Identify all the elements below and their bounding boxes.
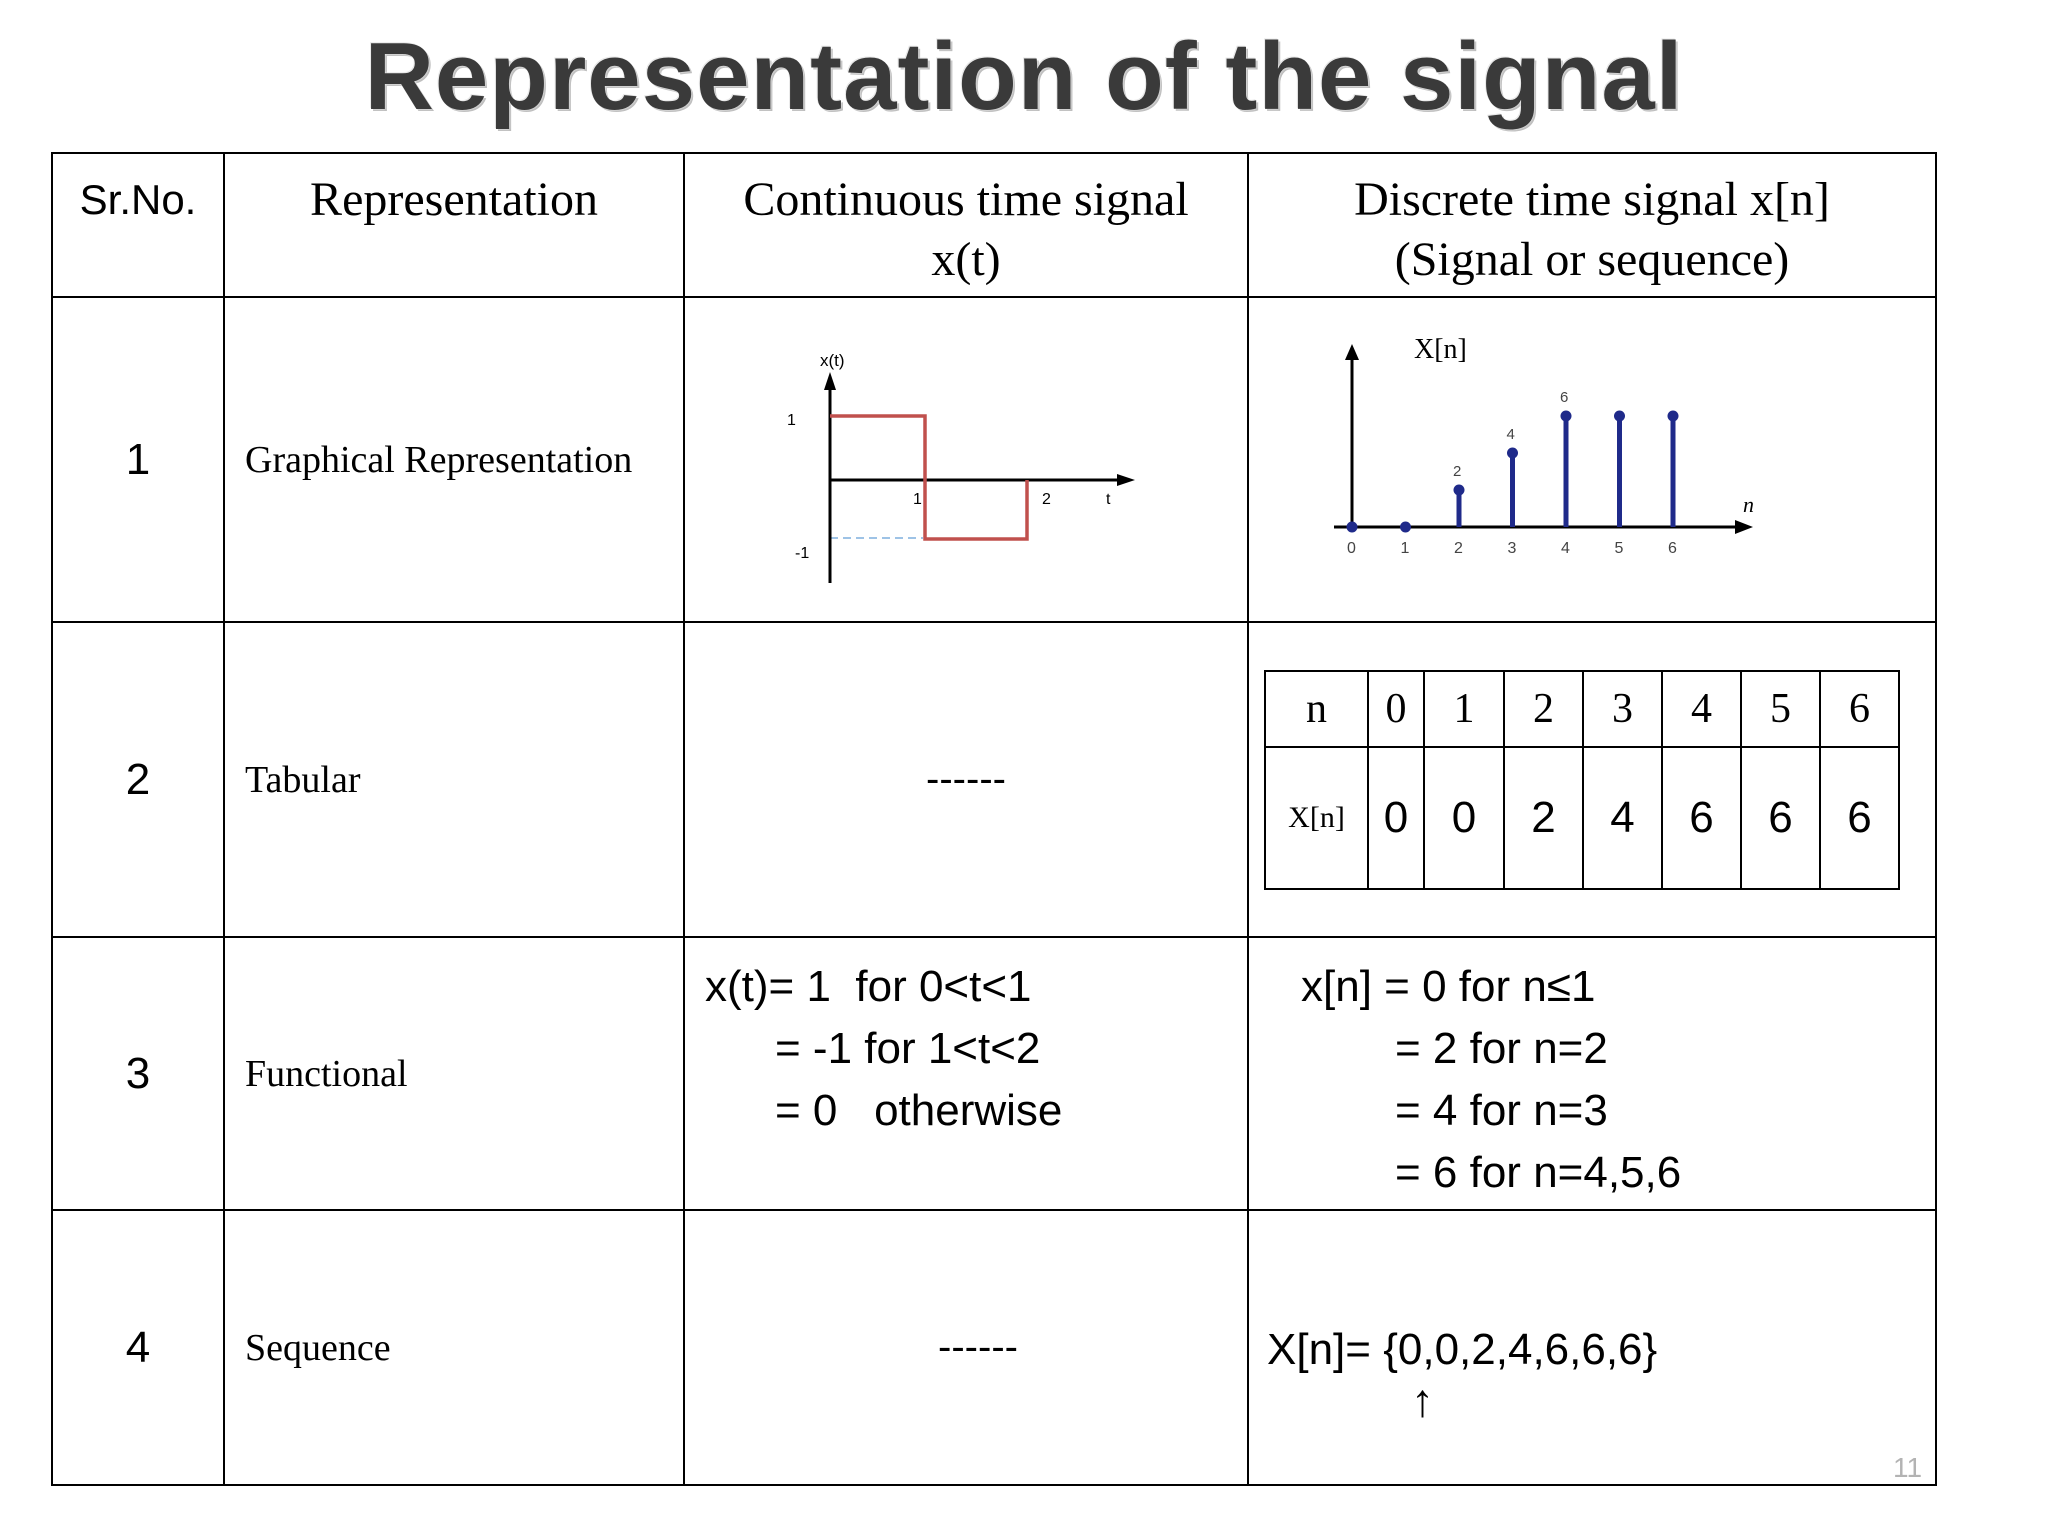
- n-tick-label: 0: [1347, 540, 1356, 557]
- discrete-sequence-cell: X[n]= {0,0,2,4,6,6,6} ↑: [1247, 1209, 1937, 1486]
- continuous-graph-cell: x(t) 1 -1 1 2 t: [683, 296, 1249, 623]
- n-tick-label: 5: [1615, 540, 1624, 557]
- tabular-n-value: 2: [1503, 669, 1584, 748]
- header-srno: Sr.No.: [51, 152, 225, 298]
- header-discrete-line1: Discrete time signal x[n]: [1354, 173, 1830, 226]
- tabular-values-table: n 0 1 2 3 4 5 6 X[n] 0 0 2 4 6 6: [1264, 669, 1900, 890]
- n-tick-label: 1: [1401, 540, 1410, 557]
- stem-point: [1346, 521, 1358, 533]
- table-row: 4 Sequence ------ X[n]= {0,0,2,4,6,6,6} …: [51, 1209, 1937, 1486]
- header-representation: Representation: [223, 152, 685, 298]
- function-line: = 4 for n=3: [1395, 1086, 1608, 1135]
- row-number: 3: [51, 936, 225, 1211]
- continuous-signal-plot: x(t) 1 -1 1 2 t: [787, 351, 1135, 583]
- value-label: 4: [1507, 426, 1515, 443]
- header-discrete: Discrete time signal x[n] (Signal or seq…: [1247, 152, 1937, 298]
- tabular-n-value: 1: [1423, 669, 1505, 748]
- tabular-n-value: 3: [1582, 669, 1663, 748]
- sequence-expression: X[n]= {0,0,2,4,6,6,6}: [1267, 1324, 1658, 1374]
- x-axis-arrow: [1117, 474, 1135, 486]
- tabular-n-value: 0: [1367, 669, 1425, 748]
- stem-point: [1560, 410, 1572, 422]
- tabular-x-label: X[n]: [1264, 745, 1369, 890]
- page-number: 11: [1893, 1452, 1923, 1483]
- discrete-tabular-cell: n 0 1 2 3 4 5 6 X[n] 0 0 2 4 6 6: [1247, 621, 1937, 938]
- origin-arrow-icon: ↑: [1411, 1373, 1434, 1426]
- x-tick-label-2: 2: [1042, 491, 1051, 508]
- function-line: = 6 for n=4,5,6: [1395, 1148, 1682, 1197]
- y-axis-arrow: [824, 372, 836, 390]
- stem-point: [1614, 410, 1625, 422]
- header-discrete-line2: (Signal or sequence): [1394, 233, 1790, 286]
- signal-representation-table: Sr.No. Representation Continuous time si…: [51, 152, 1937, 1486]
- tabular-x-row: X[n] 0 0 2 4 6 6 6: [1264, 745, 1900, 890]
- x-axis-label: n: [1743, 492, 1754, 517]
- function-line: = -1 for 1<t<2: [775, 1024, 1041, 1073]
- table-row: 1 Graphical Representation x(t) 1 -1 1 2…: [51, 296, 1937, 623]
- continuous-tabular-placeholder: ------: [683, 621, 1249, 938]
- tabular-x-value: 6: [1819, 745, 1900, 890]
- x-tick-label-1: 1: [913, 491, 922, 508]
- tabular-x-value: 0: [1367, 745, 1425, 890]
- value-label: 6: [1560, 389, 1568, 406]
- table-row: 2 Tabular ------ n 0 1 2 3 4 5 6 X: [51, 621, 1937, 938]
- n-tick-label: 3: [1508, 540, 1517, 557]
- x-axis-arrow: [1735, 520, 1753, 534]
- y-tick-label-minus-1: -1: [795, 545, 809, 562]
- discrete-signal-plot: X[n] n 0 1 2 3 4 5 6 2 4 6: [1334, 334, 1754, 557]
- tabular-x-value: 4: [1582, 745, 1663, 890]
- function-line: = 2 for n=2: [1395, 1024, 1608, 1073]
- x-axis-label: t: [1106, 491, 1111, 508]
- stem-point: [1453, 484, 1465, 496]
- tabular-x-value: 6: [1661, 745, 1742, 890]
- function-line: = 0 otherwise: [775, 1086, 1063, 1135]
- stem-point: [1667, 410, 1679, 422]
- row-number: 2: [51, 621, 225, 938]
- tabular-n-value: 4: [1661, 669, 1742, 748]
- continuous-signal-line: [830, 414, 1029, 541]
- y-tick-label-1: 1: [787, 412, 796, 429]
- header-continuous-line2: x(t): [931, 233, 1001, 286]
- header-continuous: Continuous time signal x(t): [683, 152, 1249, 298]
- tabular-x-value: 0: [1423, 745, 1505, 890]
- row-number: 4: [51, 1209, 225, 1486]
- row-number: 1: [51, 296, 225, 623]
- value-label: 2: [1453, 463, 1461, 480]
- tabular-n-value: 6: [1819, 669, 1900, 748]
- slide-title: Representation of the signal: [364, 23, 1684, 130]
- tabular-x-value: 2: [1503, 745, 1584, 890]
- stem-point: [1400, 521, 1411, 533]
- row-representation: Tabular: [223, 621, 685, 938]
- n-tick-label: 2: [1454, 540, 1463, 557]
- continuous-functional-cell: x(t)= 1 for 0<t<1 = -1 for 1<t<2 = 0 oth…: [683, 936, 1249, 1211]
- row-representation: Graphical Representation: [223, 296, 685, 623]
- n-tick-label: 4: [1561, 540, 1570, 557]
- row-representation: Sequence: [223, 1209, 685, 1486]
- row-representation: Functional: [223, 936, 685, 1211]
- header-continuous-line1: Continuous time signal: [743, 173, 1189, 226]
- y-axis-label: X[n]: [1414, 334, 1467, 365]
- tabular-n-row: n 0 1 2 3 4 5 6: [1264, 669, 1900, 748]
- discrete-functional-cell: x[n] = 0 for n≤1 = 2 for n=2 = 4 for n=3…: [1247, 936, 1937, 1211]
- discrete-graph-cell: X[n] n 0 1 2 3 4 5 6 2 4 6: [1247, 296, 1937, 623]
- y-axis-label: x(t): [820, 351, 845, 370]
- y-axis-arrow: [1345, 344, 1359, 360]
- tabular-x-value: 6: [1740, 745, 1821, 890]
- continuous-sequence-placeholder: ------: [683, 1209, 1249, 1486]
- n-tick-label: 6: [1668, 540, 1677, 557]
- table-row: 3 Functional x(t)= 1 for 0<t<1 = -1 for …: [51, 936, 1937, 1211]
- stem-point: [1507, 447, 1518, 459]
- function-line: x[n] = 0 for n≤1: [1301, 962, 1596, 1011]
- header-row: Sr.No. Representation Continuous time si…: [51, 152, 1937, 298]
- tabular-n-label: n: [1264, 669, 1369, 748]
- function-line: x(t)= 1 for 0<t<1: [705, 962, 1032, 1011]
- tabular-n-value: 5: [1740, 669, 1821, 748]
